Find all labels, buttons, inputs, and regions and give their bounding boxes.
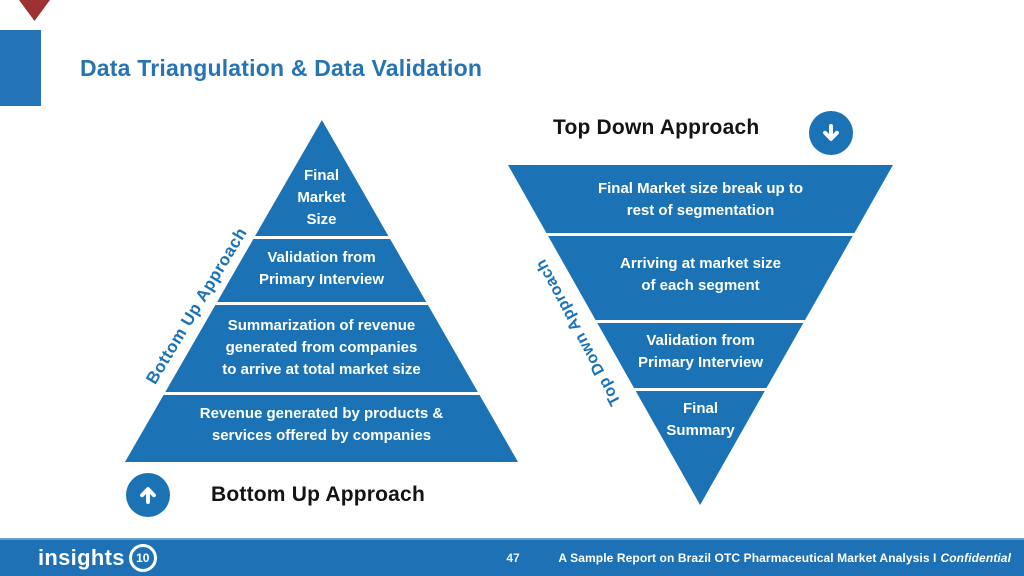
report-title: A Sample Report on Brazil OTC Pharmaceut… <box>558 551 937 565</box>
top-down-tier-1: Final Market size break up to rest of se… <box>597 180 804 219</box>
arrow-up-icon <box>140 487 156 504</box>
tier-divider <box>508 233 893 236</box>
logo-badge-10: 10 <box>128 544 157 572</box>
tier-divider <box>125 392 518 395</box>
tier-divider <box>508 388 893 391</box>
slide-title: Data Triangulation & Data Validation <box>80 55 483 81</box>
page-number: 47 <box>506 551 520 565</box>
tier-divider <box>125 302 518 305</box>
logo-text: insights <box>38 545 125 570</box>
bottom-up-tier-2: Validation from Primary Interview <box>258 249 385 288</box>
top-down-heading: Top Down Approach <box>553 116 760 139</box>
top-down-pyramid: Final Market size break up to rest of se… <box>508 165 893 505</box>
corner-triangle-decoration <box>19 0 50 21</box>
left-accent-bar <box>0 30 41 106</box>
top-down-tier-4: Final Summary <box>666 400 735 439</box>
top-down-pyramid-shape: Final Market size break up to rest of se… <box>508 165 893 505</box>
bottom-up-pyramid: Final Market Size Validation from Primar… <box>125 120 518 462</box>
tier-divider <box>125 236 518 239</box>
bottom-up-tier-1: Final Market Size <box>297 167 346 228</box>
bottom-up-tier-3: Summarization of revenue generated from … <box>222 317 421 378</box>
arrow-down-icon <box>823 124 839 141</box>
insights10-logo: insights 10 <box>38 540 157 576</box>
arrow-down-badge <box>809 111 853 155</box>
tier-divider <box>508 320 893 323</box>
bottom-up-tier-4: Revenue generated by products & services… <box>199 405 444 444</box>
top-down-tier-3: Validation from Primary Interview <box>637 332 764 371</box>
top-down-tier-2: Arriving at market size of each segment <box>620 255 781 294</box>
confidential-label: Confidential <box>940 551 1011 565</box>
arrow-up-badge <box>126 473 170 517</box>
footer-report-text: A Sample Report on Brazil OTC Pharmaceut… <box>558 540 1011 576</box>
bottom-up-heading: Bottom Up Approach <box>211 483 425 506</box>
bottom-up-pyramid-shape: Final Market Size Validation from Primar… <box>125 120 518 462</box>
footer-bar: insights 10 47 A Sample Report on Brazil… <box>0 538 1024 576</box>
